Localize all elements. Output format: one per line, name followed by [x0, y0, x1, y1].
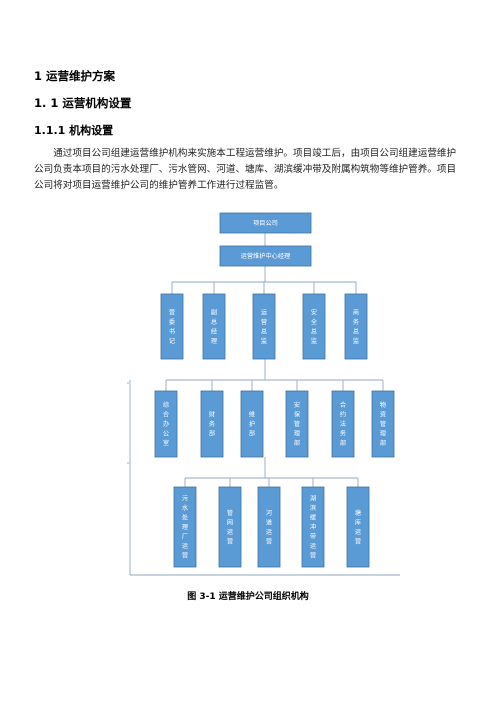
org-box-tier1-4-label: 安全总监	[311, 308, 318, 345]
org-box-tier3-2-label: 管网运营	[227, 509, 233, 546]
section-heading: 1 运营维护方案	[34, 69, 116, 83]
org-box-tier3-4	[301, 486, 325, 568]
org-box-tier2-5	[331, 390, 355, 458]
org-box-tier2-3-label: 维护部	[249, 411, 255, 438]
figure-caption: 图 3-1 运营维护公司组织机构	[187, 592, 309, 602]
org-box-tier2-2-label: 财务部	[209, 411, 215, 438]
org-box-tier2-1-label: 综合办公室	[163, 401, 169, 447]
org-chart-connectors	[127, 233, 400, 576]
org-box-tier1-3	[252, 293, 276, 360]
org-box-tier1-1	[160, 293, 184, 360]
org-box-tier3-4-label: 湖滨缓冲带运营	[310, 495, 317, 560]
org-box-tier3-5-label: 塘库运营	[355, 509, 361, 546]
org-box-center	[219, 245, 312, 267]
body-paragraph: 通过项目公司组建运营维护机构来实施本工程运营维护。项目竣工后，由项目公司组建运营…	[34, 148, 457, 191]
org-box-tier2-1	[154, 390, 178, 458]
org-box-tier2-5-label: 合约法务部	[340, 401, 346, 447]
org-box-tier2-2	[200, 390, 224, 458]
org-box-tier1-4	[302, 293, 326, 360]
org-box-tier1-2	[202, 293, 226, 360]
org-box-tier3-5	[346, 486, 370, 568]
subsubsection-heading: 1.1.1 机构设置	[34, 124, 114, 137]
org-box-tier2-4-label: 安保管理部	[294, 401, 301, 447]
org-box-tier3-2	[218, 486, 242, 568]
org-box-tier1-3-label: 运营总监	[261, 308, 267, 345]
org-box-center-label: 运营维护中心经理	[241, 252, 291, 260]
org-box-tier2-3	[240, 390, 264, 458]
org-box-tier3-3-label: 河道运营	[266, 509, 272, 546]
org-box-top-label: 项目公司	[253, 220, 278, 227]
org-box-tier3-1	[173, 486, 197, 568]
org-box-tier1-1-label: 营委书记	[169, 308, 175, 345]
org-box-tier1-5	[344, 293, 368, 360]
org-box-tier1-5-label: 商务总监	[353, 308, 359, 345]
org-box-tier3-3	[257, 486, 281, 568]
org-box-tier2-4	[285, 390, 309, 458]
org-box-tier1-2-label: 副总经理	[211, 308, 217, 345]
org-box-tier3-1-label: 污水处理厂运营	[182, 495, 189, 560]
subsection-heading: 1. 1 运营机构设置	[34, 96, 132, 110]
org-box-tier2-6-label: 物资管理部	[380, 401, 386, 447]
org-box-tier2-6	[371, 390, 395, 458]
org-box-top	[219, 212, 312, 234]
